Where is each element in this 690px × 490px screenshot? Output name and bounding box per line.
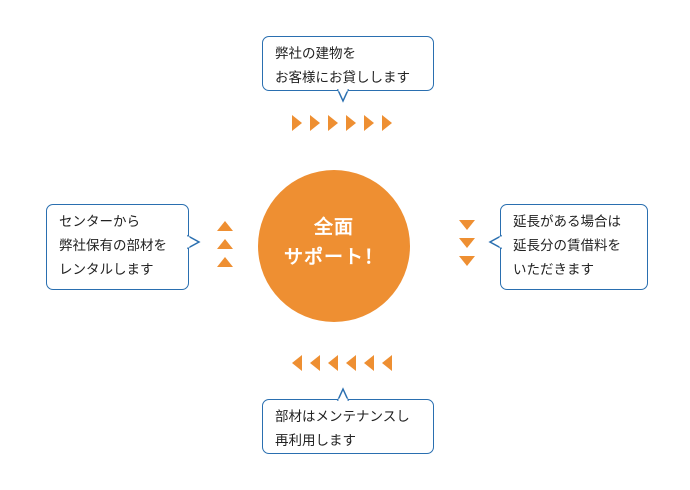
bottom-bubble-tail	[336, 387, 350, 401]
right-bubble-line3: いただきます	[513, 262, 594, 278]
top-arrow-row	[292, 115, 392, 131]
left-bubble-line2: 弊社保有の部材を	[59, 238, 167, 254]
arrow-up	[217, 257, 233, 267]
right-bubble-tail	[488, 234, 502, 250]
right-bubble: 延長がある場合は 延長分の賃借料を いただきます	[500, 204, 648, 290]
top-bubble-tail	[336, 89, 350, 103]
top-bubble-line2: お客様にお貸しします	[275, 70, 410, 86]
arrow-right	[346, 115, 356, 131]
arrow-left	[292, 355, 302, 371]
arrow-left	[346, 355, 356, 371]
left-bubble-line3: レンタルします	[59, 262, 154, 278]
left-arrow-column	[217, 221, 233, 267]
arrow-up	[217, 239, 233, 249]
arrow-right	[364, 115, 374, 131]
center-title-line1: 全面	[313, 216, 354, 238]
center-title-line2: サポート！	[283, 246, 384, 268]
left-bubble-line1: センターから	[59, 214, 140, 230]
right-arrow-column	[459, 220, 475, 266]
arrow-down	[459, 220, 475, 230]
bottom-bubble: 部材はメンテナンスし 再利用します	[262, 399, 434, 454]
bottom-bubble-line2: 再利用します	[275, 433, 356, 449]
arrow-down	[459, 256, 475, 266]
arrow-left	[310, 355, 320, 371]
arrow-down	[459, 238, 475, 248]
right-bubble-line2: 延長分の賃借料を	[513, 238, 621, 254]
arrow-right	[310, 115, 320, 131]
right-bubble-line1: 延長がある場合は	[513, 214, 621, 230]
arrow-right	[292, 115, 302, 131]
arrow-left	[328, 355, 338, 371]
arrow-right	[382, 115, 392, 131]
top-bubble-line1: 弊社の建物を	[275, 46, 356, 62]
bottom-arrow-row	[292, 355, 392, 371]
top-bubble: 弊社の建物を お客様にお貸しします	[262, 36, 434, 91]
arrow-up	[217, 221, 233, 231]
bottom-bubble-line1: 部材はメンテナンスし	[275, 409, 410, 425]
arrow-left	[382, 355, 392, 371]
left-bubble-tail	[187, 234, 201, 250]
arrow-right	[328, 115, 338, 131]
arrow-left	[364, 355, 374, 371]
center-circle: 全面 サポート！	[258, 170, 410, 322]
